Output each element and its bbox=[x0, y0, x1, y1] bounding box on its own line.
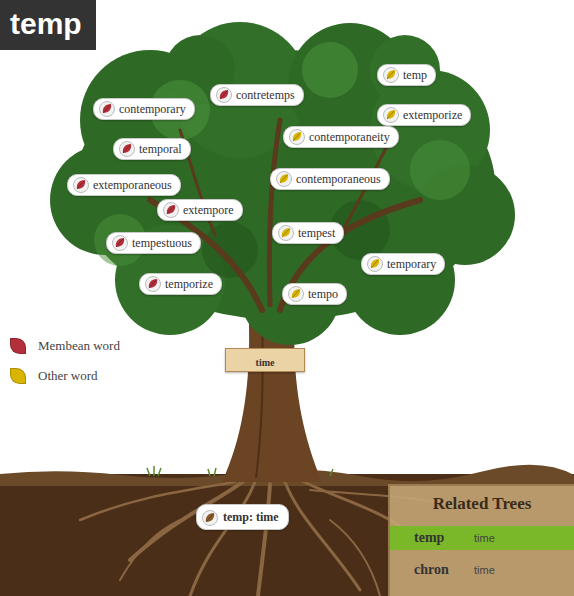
node-text: temporal bbox=[139, 142, 182, 156]
word-tag: temporary bbox=[361, 253, 445, 275]
node-text: extempore bbox=[183, 203, 234, 217]
word-tag: contretemps bbox=[210, 84, 304, 106]
related-tree-row: chron time bbox=[390, 558, 574, 582]
node-text: temporize bbox=[165, 277, 213, 291]
related-trees-panel: Related Trees temp time chron time bbox=[388, 484, 574, 596]
leaf-icon bbox=[383, 67, 399, 83]
node-text: temp: time bbox=[223, 510, 279, 524]
node-text: temp bbox=[414, 526, 444, 550]
word-tag: extemporize bbox=[377, 104, 471, 126]
leaf-icon bbox=[288, 286, 304, 302]
node-text: temporary bbox=[387, 257, 436, 271]
leaf-icon bbox=[145, 276, 161, 292]
node-text: time bbox=[474, 558, 495, 582]
node-text: tempest bbox=[298, 226, 335, 240]
word-tag: tempest bbox=[272, 222, 344, 244]
legend-item: Other word bbox=[10, 366, 98, 384]
node-text: tempestuous bbox=[132, 236, 192, 250]
word-tag: contemporaneity bbox=[283, 126, 399, 148]
word-tag: tempestuous bbox=[106, 232, 201, 254]
leaf-icon bbox=[202, 510, 218, 526]
legend-swatch bbox=[10, 338, 26, 354]
leaf-icon bbox=[276, 171, 292, 187]
leaf-icon bbox=[367, 256, 383, 272]
word-tag: temporal bbox=[113, 138, 191, 160]
leaf-icon bbox=[112, 235, 128, 251]
node-text: contemporary bbox=[119, 102, 186, 116]
trunk-sign: time bbox=[225, 348, 305, 372]
node-text: Related Trees bbox=[390, 486, 574, 514]
node-text: contretemps bbox=[236, 88, 295, 102]
word-tag: extemporaneous bbox=[67, 174, 181, 196]
word-tag: extempore bbox=[157, 199, 243, 221]
node-text: time bbox=[474, 526, 495, 550]
node-text: extemporaneous bbox=[93, 178, 172, 192]
word-tag: contemporary bbox=[93, 98, 195, 120]
related-tree-row: temp time bbox=[390, 526, 574, 550]
word-tag: contemporaneous bbox=[270, 168, 390, 190]
word-tag: temporize bbox=[139, 273, 222, 295]
node-text: tempo bbox=[308, 287, 338, 301]
node-text: time bbox=[256, 357, 275, 368]
legend-item: Membean word bbox=[10, 336, 120, 354]
title-box: temp bbox=[0, 0, 96, 50]
title-text: temp bbox=[10, 7, 82, 40]
canopy bbox=[50, 22, 515, 345]
node-text: temp bbox=[403, 68, 427, 82]
leaf-icon bbox=[216, 87, 232, 103]
node-text: contemporaneity bbox=[309, 130, 390, 144]
leaf-icon bbox=[99, 101, 115, 117]
word-tag: tempo bbox=[282, 283, 347, 305]
legend-text: Other word bbox=[38, 368, 98, 383]
leaf-icon bbox=[119, 141, 135, 157]
legend-text: Membean word bbox=[38, 338, 120, 353]
node-text: contemporaneous bbox=[296, 172, 381, 186]
leaf-icon bbox=[289, 129, 305, 145]
leaf-icon bbox=[73, 177, 89, 193]
leaf-icon bbox=[163, 202, 179, 218]
node-text: extemporize bbox=[403, 108, 462, 122]
leaf-icon bbox=[383, 107, 399, 123]
node-text: chron bbox=[414, 558, 449, 582]
root-tag: temp: time bbox=[196, 504, 289, 530]
word-tag: temp bbox=[377, 64, 436, 86]
leaf-icon bbox=[278, 225, 294, 241]
legend-swatch bbox=[10, 368, 26, 384]
